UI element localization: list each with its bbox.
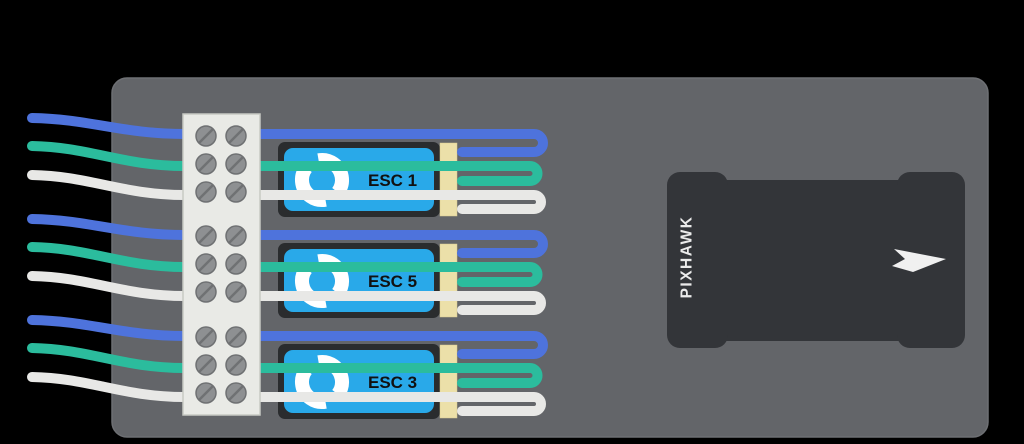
screw-terminal-icon bbox=[224, 124, 248, 148]
pixhawk-module: PIXHAWK bbox=[667, 172, 965, 348]
esc-5-connector bbox=[439, 243, 458, 318]
wire-harness bbox=[27, 113, 548, 416]
esc-1-label: ESC 1 bbox=[368, 171, 417, 190]
esc-module-3: ESC 3 bbox=[278, 344, 458, 419]
pixhawk-arrow-icon bbox=[892, 249, 946, 272]
esc-3-label: ESC 3 bbox=[368, 373, 417, 392]
screw-terminal-icon bbox=[194, 152, 218, 176]
screw-terminal-icon bbox=[194, 124, 218, 148]
screw-terminal-icon bbox=[224, 180, 248, 204]
wire-esc3-blue bbox=[27, 315, 548, 359]
screw-terminal-icon bbox=[194, 381, 218, 405]
esc-module-1: ESC 1 bbox=[278, 142, 458, 217]
screw-terminal-icon bbox=[194, 325, 218, 349]
esc-1-connector bbox=[439, 142, 458, 217]
screw-terminal-icon bbox=[194, 252, 218, 276]
esc-module-5: ESC 5 bbox=[278, 243, 458, 318]
screw-terminal-icon bbox=[194, 353, 218, 377]
screw-terminal-icon bbox=[224, 353, 248, 377]
screw-terminal-icon bbox=[224, 381, 248, 405]
wire-esc1-blue bbox=[27, 113, 548, 157]
esc-5-label: ESC 5 bbox=[368, 272, 417, 291]
pixhawk-body-middle bbox=[667, 180, 965, 341]
screw-terminal-icon bbox=[224, 325, 248, 349]
terminal-block bbox=[182, 113, 261, 416]
screw-terminal-icon bbox=[224, 224, 248, 248]
screw-terminal-icon bbox=[194, 180, 218, 204]
screw-terminal-icon bbox=[194, 280, 218, 304]
screw-terminal-icon bbox=[224, 252, 248, 276]
pixhawk-label: PIXHAWK bbox=[679, 216, 696, 299]
screw-terminal-icon bbox=[224, 280, 248, 304]
esc-3-connector bbox=[439, 344, 458, 419]
screw-terminal-icon bbox=[194, 224, 218, 248]
terminal-block-body bbox=[182, 113, 261, 416]
screw-terminal-icon bbox=[224, 152, 248, 176]
pixhawk-body-left-tab bbox=[667, 172, 728, 348]
wire-esc5-blue bbox=[27, 214, 548, 258]
